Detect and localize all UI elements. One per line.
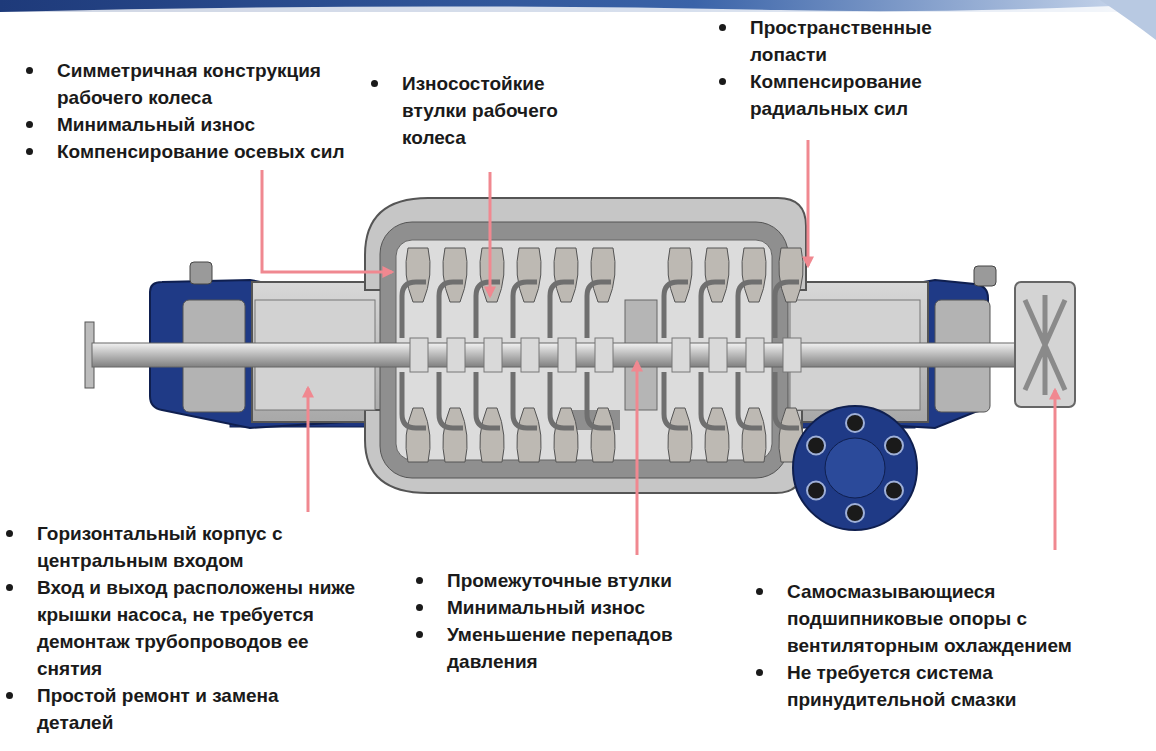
callout-item: Минимальный износ [57,111,379,138]
bullet-dot [416,631,423,638]
shaft-sleeve [595,338,613,372]
leader-lines [262,140,1055,555]
impeller-stage [738,372,766,462]
callout-text: Уменьшение перепадов давления [447,624,673,672]
bullet-dot [371,80,378,87]
callout-item: Компенсирование радиальных сил [750,68,975,122]
callout-text: Горизонтальный корпус с центральным вход… [37,523,283,571]
callout-item: Уменьшение перепадов давления [447,621,722,675]
shaft-sleeve [447,338,465,372]
shaft-sleeve [558,338,576,372]
bullet-dot [756,588,763,595]
shaft-sleeve [484,338,502,372]
callout-item: Пространственные лопасти [750,14,975,68]
callout-text: Компенсирование осевых сил [57,141,345,162]
callout-text: Вход и выход расположены ниже крышки нас… [37,577,355,679]
shaft-sleeve [709,338,727,372]
callout-text: Пространственные лопасти [750,17,932,65]
callout-item: Симметричная конструкция рабочего колеса [57,57,379,111]
impeller-stage [476,372,504,462]
impeller-stage [587,372,615,462]
callout-item: Самосмазывающиеся подшипниковые опоры с … [787,578,1132,659]
bolt-hole [846,414,864,432]
callout-text: Самосмазывающиеся подшипниковые опоры с … [787,581,1072,656]
impeller-stage [701,248,729,338]
bullet-dot [719,78,726,85]
callout-text: Простой ремонт и замена деталей [37,685,279,733]
callout-list: Симметричная конструкция рабочего колеса… [57,57,379,165]
shaft-sleeve [783,338,801,372]
impeller-stage [513,248,541,338]
impeller-stage [664,372,692,462]
bullet-dot [416,604,423,611]
bolt-hole [807,437,825,455]
bullet-dot [756,669,763,676]
impeller-stage [775,248,803,338]
shaft-sleeve [672,338,690,372]
bolt-hole [846,504,864,522]
callout-list: Износостойкие втулки рабочего колеса [402,70,594,151]
callout-item: Минимальный износ [447,594,722,621]
bullet-dot [6,692,13,699]
callout-text: Минимальный износ [447,597,645,618]
callout-text: Износостойкие втулки рабочего колеса [402,73,558,148]
shaft-sleeve [521,338,539,372]
callout-list: Самосмазывающиеся подшипниковые опоры с … [787,578,1132,713]
callout-item: Промежуточные втулки [447,567,722,594]
bullet-dot [26,67,33,74]
impeller-stage [402,372,430,462]
callout-text: Симметричная конструкция рабочего колеса [57,60,321,108]
callout-item: Простой ремонт и замена деталей [37,682,357,736]
bullet-dot [6,530,13,537]
bullet-dot [26,121,33,128]
bullet-dot [416,577,423,584]
bolt-hole [885,437,903,455]
callout-text: Не требуется система принудительной смаз… [787,662,1017,710]
callout-list: Горизонтальный корпус с центральным вход… [37,520,357,736]
bullet-dot [719,24,726,31]
impeller-stage [513,372,541,462]
callout-item: Горизонтальный корпус с центральным вход… [37,520,357,574]
pump-body [85,198,1075,530]
bullet-dot [6,584,13,591]
impeller-stage [550,248,578,338]
callout-item: Не требуется система принудительной смаз… [787,659,1132,713]
shaft-sleeve [746,338,764,372]
callout-list: Промежуточные втулкиМинимальный износУме… [447,567,722,675]
impeller-stage [550,372,578,462]
callout-item: Вход и выход расположены ниже крышки нас… [37,574,357,682]
callout-list: Пространственные лопастиКомпенсирование … [750,14,975,122]
callout-text: Промежуточные втулки [447,570,672,591]
shaft-sleeve [410,338,428,372]
callout-item: Износостойкие втулки рабочего колеса [402,70,594,151]
callout-text: Минимальный износ [57,114,255,135]
top-banner [0,0,1156,40]
impeller-stage [587,248,615,338]
impeller-stage [738,248,766,338]
bullet-dot [26,148,33,155]
bolt-hole [885,482,903,500]
impeller-stage [439,248,467,338]
callout-item: Компенсирование осевых сил [57,138,379,165]
impeller-stage [664,248,692,338]
callout-text: Компенсирование радиальных сил [750,71,922,119]
impeller-stage [402,248,430,338]
impeller-stage [701,372,729,462]
bolt-hole [807,482,825,500]
impeller-stage [439,372,467,462]
